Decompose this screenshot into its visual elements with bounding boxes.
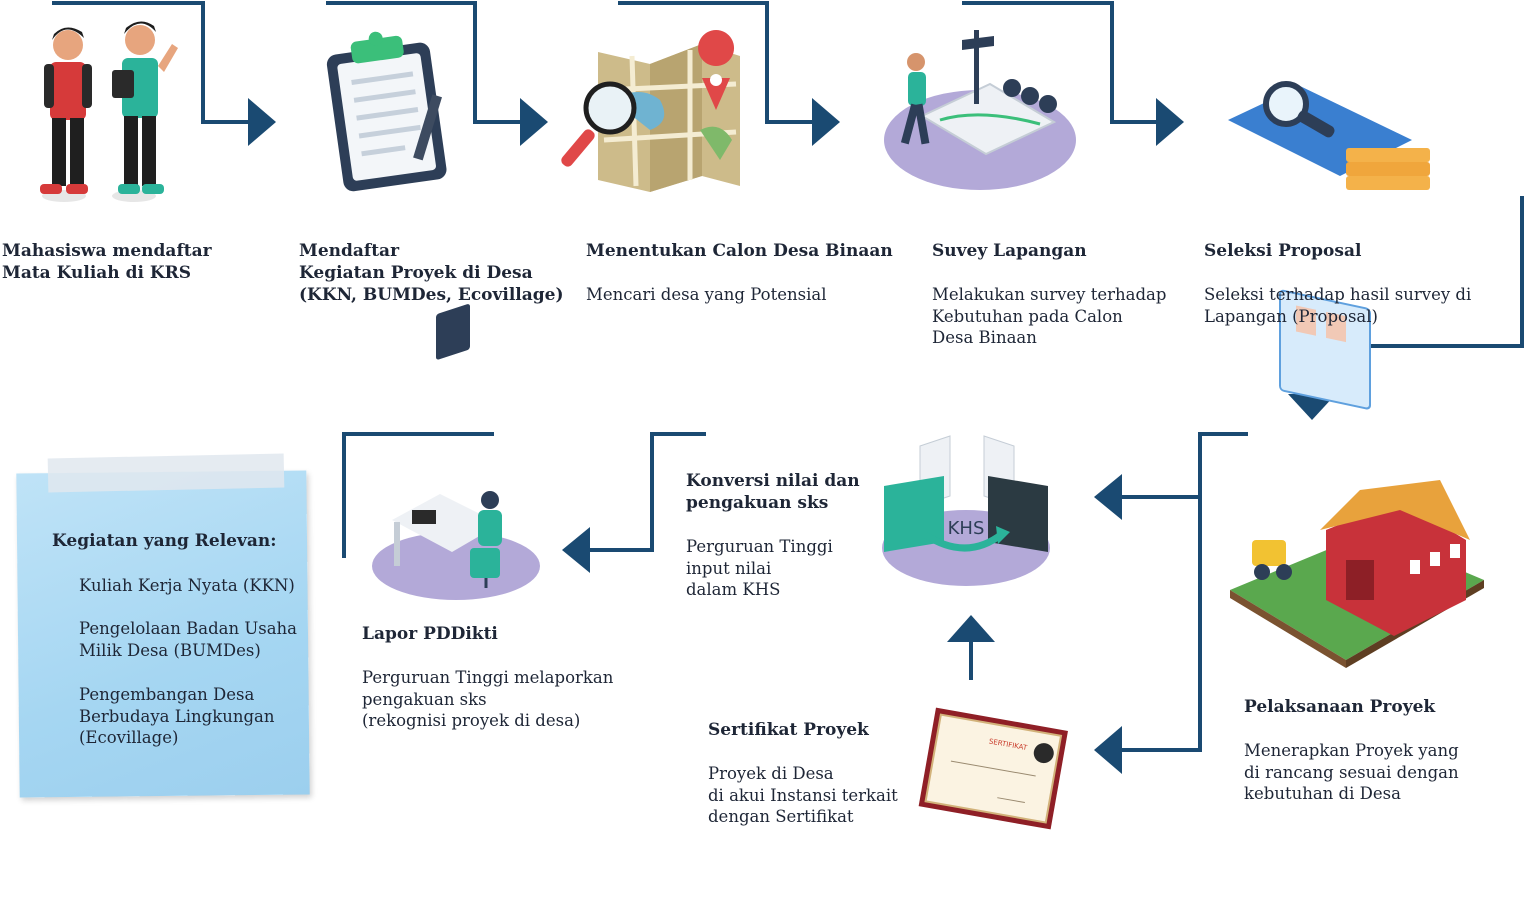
arrow-head-2 bbox=[520, 98, 548, 146]
arrow-head-7 bbox=[1094, 726, 1122, 774]
arrow-head-6 bbox=[1094, 474, 1122, 520]
step-6-desc: Menerapkan Proyek yang di rancang sesuai… bbox=[1244, 741, 1459, 803]
computer-desk-illustration bbox=[372, 304, 540, 600]
proposal-illustration bbox=[1228, 81, 1430, 410]
step-9-title: Lapor PDDikti bbox=[362, 624, 498, 644]
step-9-desc: Perguruan Tinggi melaporkan pengakuan sk… bbox=[362, 668, 614, 730]
connector-6-branch bbox=[1120, 432, 1248, 752]
connector-1-2 bbox=[52, 1, 248, 124]
arrow-head-3 bbox=[812, 98, 840, 146]
step-8-desc: Perguruan Tinggi input nilai dalam KHS bbox=[686, 537, 833, 599]
certificate-illustration bbox=[918, 707, 1068, 830]
connector-4-5 bbox=[962, 1, 1156, 124]
khs-label: KHS bbox=[948, 518, 985, 539]
note-item-kkn: Kuliah Kerja Nyata (KKN) bbox=[79, 576, 295, 595]
barn-illustration bbox=[1230, 480, 1484, 668]
students-illustration bbox=[40, 21, 178, 202]
note-tape bbox=[47, 453, 285, 493]
step-3-desc: Mencari desa yang Potensial bbox=[586, 285, 827, 304]
step-5-desc: Seleksi terhadap hasil survey di Lapanga… bbox=[1204, 285, 1472, 326]
step-7-title: Sertifikat Proyek bbox=[708, 720, 869, 740]
step-6-title: Pelaksanaan Proyek bbox=[1244, 697, 1436, 717]
step-3-title: Menentukan Calon Desa Binaan bbox=[586, 241, 893, 261]
arrow-head-1 bbox=[248, 98, 276, 146]
arrow-head-5 bbox=[1288, 394, 1336, 420]
connector-5-6 bbox=[1298, 196, 1524, 348]
khs-illustration bbox=[882, 435, 1050, 586]
clipboard-illustration bbox=[326, 31, 447, 192]
arrow-head-8 bbox=[947, 615, 995, 642]
survey-illustration bbox=[884, 30, 1076, 190]
note-item-ecovillage: Pengembangan Desa Berbudaya Lingkungan (… bbox=[79, 685, 275, 747]
step-2-title: Mendaftar Kegiatan Proyek di Desa (KKN, … bbox=[299, 241, 564, 305]
step-8-title: Konversi nilai dan pengakuan sks bbox=[686, 471, 860, 513]
note-title: Kegiatan yang Relevan: bbox=[52, 531, 277, 551]
step-4-desc: Melakukan survey terhadap Kebutuhan pada… bbox=[932, 285, 1167, 347]
connector-3-4 bbox=[618, 1, 812, 124]
connector-2-3 bbox=[326, 1, 520, 124]
step-1-title: Mahasiswa mendaftar Mata Kuliah di KRS bbox=[2, 241, 212, 283]
step-7-desc: Proyek di Desa di akui Instansi terkait … bbox=[708, 764, 898, 826]
arrow-head-9 bbox=[562, 527, 590, 573]
note-item-bumdes: Pengelolaan Badan Usaha Milik Desa (BUMD… bbox=[79, 619, 298, 660]
step-4-title: Suvey Lapangan bbox=[932, 241, 1087, 261]
connector-8-9 bbox=[590, 432, 706, 552]
map-illustration bbox=[561, 30, 740, 192]
step-5-title: Seleksi Proposal bbox=[1204, 241, 1362, 261]
arrow-head-4 bbox=[1156, 98, 1184, 146]
connector-9-end bbox=[342, 432, 494, 558]
